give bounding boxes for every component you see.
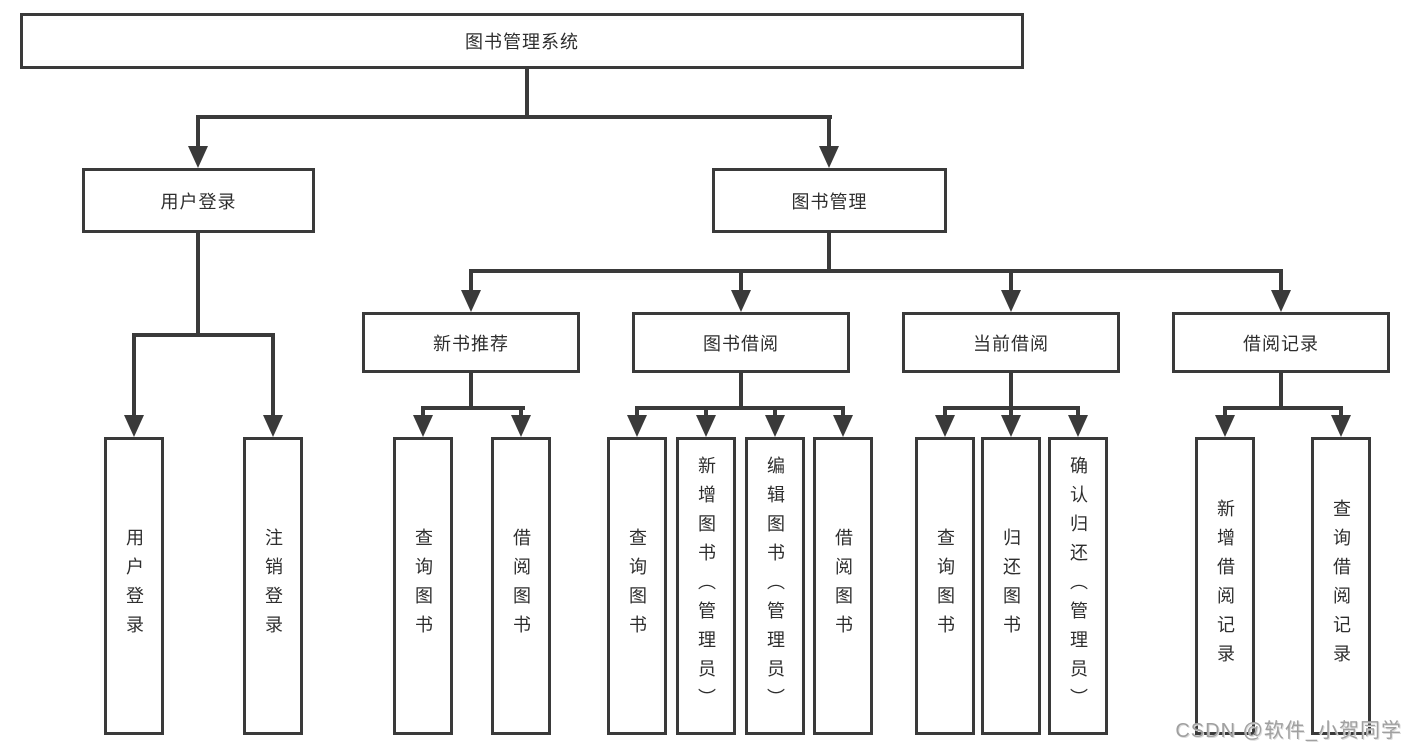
node-book-borrowing: 图书借阅: [632, 312, 850, 373]
node-borrowing-records: 借阅记录: [1172, 312, 1390, 373]
connector-hline: [196, 115, 832, 119]
connector-vline: [1279, 373, 1283, 410]
arrow-down-icon: [1215, 415, 1235, 437]
arrow-down-icon: [1271, 290, 1291, 312]
leaf-label: 查询图书: [935, 528, 955, 644]
leaf-label: 新增借阅记录: [1215, 499, 1235, 673]
arrow-down-icon: [461, 290, 481, 312]
connector-hline: [421, 406, 525, 410]
connector-vline: [469, 269, 473, 295]
connector-vline: [739, 373, 743, 410]
connector-vline: [519, 406, 523, 419]
leaf-query-books-1: 查询图书: [393, 437, 453, 735]
arrow-down-icon: [1001, 415, 1021, 437]
leaf-label: 用户登录: [124, 528, 144, 644]
connector-hline: [132, 333, 275, 337]
connector-vline: [132, 333, 136, 418]
connector-hline: [469, 269, 1283, 273]
arrow-down-icon: [833, 415, 853, 437]
leaf-user-login: 用户登录: [104, 437, 164, 735]
connector-vline: [943, 406, 947, 419]
arrow-down-icon: [511, 415, 531, 437]
arrow-down-icon: [263, 415, 283, 437]
leaf-edit-book-admin: 编辑图书（管理员）: [745, 437, 805, 735]
connector-vline: [196, 233, 200, 337]
leaf-label: 编辑图书（管理员）: [765, 455, 785, 717]
connector-vline: [469, 373, 473, 410]
connector-vline: [1223, 406, 1227, 419]
leaf-return-books: 归还图书: [981, 437, 1041, 735]
arrow-down-icon: [1068, 415, 1088, 437]
connector-vline: [271, 333, 275, 418]
node-book-management: 图书管理: [712, 168, 947, 233]
arrow-down-icon: [627, 415, 647, 437]
leaf-label: 借阅图书: [511, 528, 531, 644]
leaf-add-book-admin: 新增图书（管理员）: [676, 437, 736, 735]
leaf-label: 确认归还（管理员）: [1068, 455, 1088, 717]
connector-hline: [1223, 406, 1343, 410]
connector-vline: [1076, 406, 1080, 419]
leaf-query-books-2: 查询图书: [607, 437, 667, 735]
node-user-login: 用户登录: [82, 168, 315, 233]
connector-vline: [704, 406, 708, 419]
leaf-label: 注销登录: [263, 528, 283, 644]
arrow-down-icon: [124, 415, 144, 437]
connector-vline: [196, 115, 200, 150]
connector-hline: [635, 406, 845, 410]
leaf-borrow-books-2: 借阅图书: [813, 437, 873, 735]
connector-vline: [739, 269, 743, 295]
arrow-down-icon: [413, 415, 433, 437]
leaf-label: 新增图书（管理员）: [696, 455, 716, 717]
leaf-label: 查询图书: [627, 528, 647, 644]
connector-vline: [841, 406, 845, 419]
csdn-watermark: CSDN @软件_小贺同学: [1175, 720, 1402, 742]
connector-vline: [1009, 373, 1013, 410]
connector-vline: [1279, 269, 1283, 295]
connector-vline: [1009, 406, 1013, 419]
leaf-borrow-books-1: 借阅图书: [491, 437, 551, 735]
leaf-logout: 注销登录: [243, 437, 303, 735]
arrow-down-icon: [819, 146, 839, 168]
connector-vline: [1009, 269, 1013, 295]
connector-vline: [525, 67, 529, 119]
arrow-down-icon: [731, 290, 751, 312]
arrow-down-icon: [696, 415, 716, 437]
leaf-add-borrow-record: 新增借阅记录: [1195, 437, 1255, 735]
leaf-label: 查询借阅记录: [1331, 499, 1351, 673]
node-current-borrowing: 当前借阅: [902, 312, 1120, 373]
arrow-down-icon: [1001, 290, 1021, 312]
leaf-query-borrow-record: 查询借阅记录: [1311, 437, 1371, 735]
connector-vline: [1339, 406, 1343, 419]
arrow-down-icon: [765, 415, 785, 437]
arrow-down-icon: [935, 415, 955, 437]
connector-vline: [773, 406, 777, 419]
leaf-confirm-return-admin: 确认归还（管理员）: [1048, 437, 1108, 735]
connector-vline: [827, 115, 831, 150]
leaf-label: 归还图书: [1001, 528, 1021, 644]
arrow-down-icon: [188, 146, 208, 168]
connector-vline: [827, 233, 831, 273]
leaf-label: 借阅图书: [833, 528, 853, 644]
connector-vline: [421, 406, 425, 419]
leaf-label: 查询图书: [413, 528, 433, 644]
leaf-query-books-3: 查询图书: [915, 437, 975, 735]
node-library-management-system: 图书管理系统: [20, 13, 1024, 69]
arrow-down-icon: [1331, 415, 1351, 437]
node-new-book-recommend: 新书推荐: [362, 312, 580, 373]
connector-vline: [635, 406, 639, 419]
